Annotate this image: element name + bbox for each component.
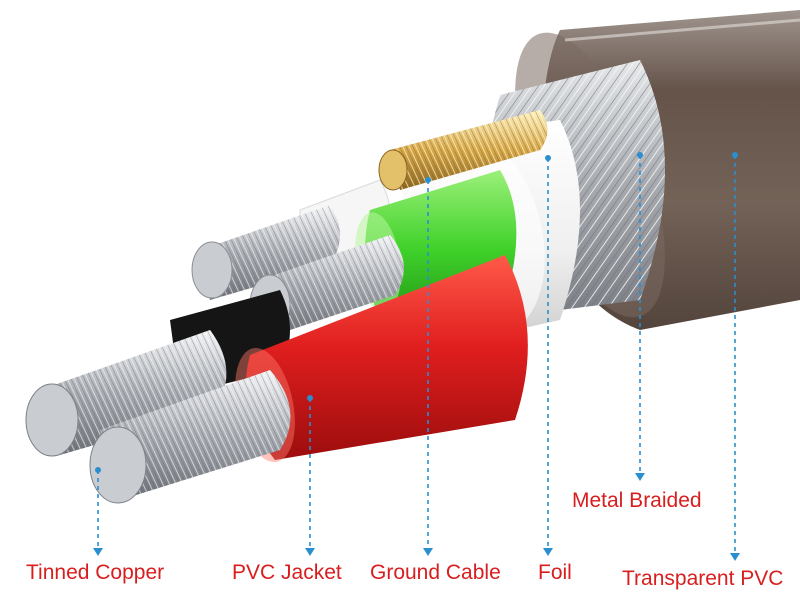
label-foil: Foil: [538, 561, 572, 584]
leader-dot-transparent-pvc: [732, 152, 738, 158]
arrowhead-transparent-pvc: [730, 553, 740, 561]
leader-dots: [93, 152, 740, 561]
arrowhead-tinned-copper: [93, 548, 103, 556]
label-ground-cable: Ground Cable: [370, 561, 501, 584]
label-metal-braided: Metal Braided: [572, 489, 702, 512]
arrowhead-pvc-jacket: [305, 548, 315, 556]
red-wire: [89, 255, 528, 504]
leader-dot-foil: [545, 155, 551, 161]
label-tinned-copper: Tinned Copper: [26, 561, 165, 584]
arrowhead-metal-braided: [635, 473, 645, 481]
leader-dot-ground-cable: [425, 177, 431, 183]
label-pvc-jacket: PVC Jacket: [232, 561, 342, 584]
leader-dot-metal-braided: [637, 152, 643, 158]
label-transparent-pvc: Transparent PVC: [622, 567, 784, 590]
leader-dot-tinned-copper: [95, 467, 101, 473]
copper-strand-bundle: [378, 110, 548, 191]
arrowhead-foil: [543, 548, 553, 556]
leader-dot-pvc-jacket: [307, 395, 313, 401]
leader-lines: [97, 155, 736, 555]
arrowhead-ground-cable: [423, 548, 433, 556]
